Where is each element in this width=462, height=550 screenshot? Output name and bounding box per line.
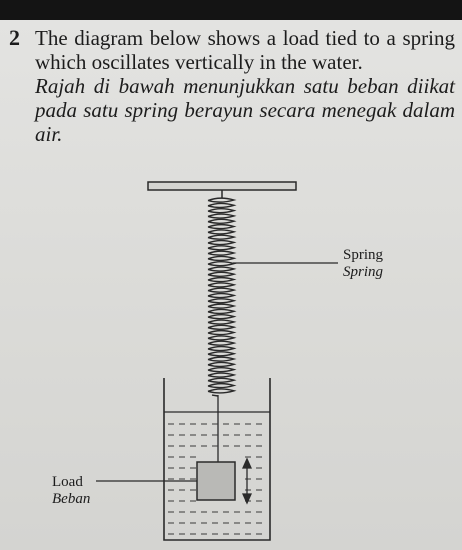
spring-coil xyxy=(207,266,237,272)
spring-coil xyxy=(207,234,237,240)
spring-end xyxy=(211,394,219,397)
spring-coil xyxy=(207,324,237,331)
top-dark-border xyxy=(0,0,462,20)
spring-coil xyxy=(207,361,237,368)
spring-coil xyxy=(207,223,237,230)
spring-coil xyxy=(207,388,237,394)
spring-coil xyxy=(207,229,237,235)
spring-coil xyxy=(207,271,237,278)
spring-coil xyxy=(207,213,237,219)
spring-label: Spring Spring xyxy=(343,247,383,281)
spring-coil xyxy=(207,282,237,288)
spring-coil xyxy=(207,335,237,341)
spring-coil xyxy=(207,298,237,304)
spring-coil xyxy=(207,303,237,309)
question-text: The diagram below shows a load tied to a… xyxy=(35,26,455,146)
water-container xyxy=(163,378,271,541)
spring-coil xyxy=(207,202,237,209)
spring-label-malay: Spring xyxy=(343,264,384,280)
spring-coil xyxy=(207,377,237,384)
load-label-english: Load xyxy=(52,474,83,490)
spring-coil xyxy=(207,329,237,336)
spring-coil xyxy=(207,356,237,362)
question-number: 2 xyxy=(9,25,20,50)
oscillation-arrow xyxy=(241,457,253,505)
spring-coil xyxy=(207,340,237,346)
spring-coil xyxy=(207,255,237,262)
spring-label-english: Spring xyxy=(343,247,384,263)
spring-coil xyxy=(207,319,237,325)
question-text-malay: Rajah di bawah menunjukkan satu beban di… xyxy=(35,74,455,146)
spring-coil xyxy=(207,345,237,352)
spring-coil xyxy=(207,287,237,293)
water xyxy=(168,423,262,535)
question-text-english: The diagram below shows a load tied to a… xyxy=(35,26,455,74)
ceiling-support xyxy=(147,181,297,191)
spring-coil xyxy=(207,250,237,256)
spring xyxy=(207,197,237,397)
spring-coil xyxy=(207,261,237,267)
spring-coil xyxy=(207,367,237,373)
spring-coil xyxy=(207,372,237,378)
load-label: Load Beban xyxy=(52,474,90,508)
spring-coil xyxy=(207,239,237,246)
spring-coil xyxy=(207,382,237,389)
spring-coil xyxy=(207,351,237,357)
spring-coil xyxy=(207,276,237,283)
load-label-malay: Beban xyxy=(52,491,91,507)
spring-coil xyxy=(207,314,237,320)
spring-coil xyxy=(207,208,237,214)
spring-coil xyxy=(207,245,237,251)
spring-coil xyxy=(207,292,237,299)
spring-coil xyxy=(207,218,237,225)
spring-coil xyxy=(207,308,237,315)
load-block xyxy=(196,461,236,501)
spring-coil xyxy=(207,197,237,203)
